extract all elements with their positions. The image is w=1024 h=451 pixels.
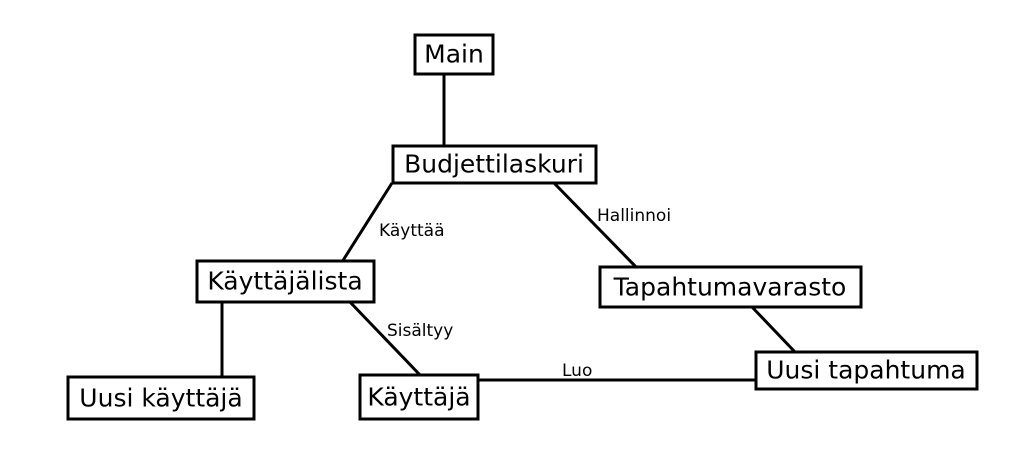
node-label-uusi-kayttaja: Uusi käyttäjä (79, 384, 242, 413)
node-main: Main (413, 33, 495, 76)
node-label-kayttajalista: Käyttäjälista (207, 267, 362, 296)
node-label-main: Main (424, 40, 484, 69)
edge-label-luo: Luo (562, 361, 592, 381)
node-kayttajalista: Käyttäjälista (195, 259, 376, 304)
node-label-kayttaja: Käyttäjä (367, 383, 470, 412)
edge-budjettilaskuri-kayttajalista (340, 182, 394, 263)
node-label-uusi-tapahtuma: Uusi tapahtuma (766, 356, 966, 385)
node-kayttaja: Käyttäjä (358, 373, 480, 421)
node-label-tapahtumavarasto: Tapahtumavarasto (613, 273, 847, 302)
node-budjettilaskuri: Budjettilaskuri (391, 144, 598, 185)
node-uusi-kayttaja: Uusi käyttäjä (66, 375, 256, 421)
edge-kayttajalista-kayttaja (348, 300, 422, 377)
edge-label-hallinnoi: Hallinnoi (597, 206, 671, 226)
edge-label-kayttaa: Käyttää (379, 221, 445, 241)
node-tapahtumavarasto: Tapahtumavarasto (598, 265, 863, 309)
node-label-budjettilaskuri: Budjettilaskuri (404, 150, 584, 179)
edge-tapahtumavarasto-uusi-tapahtuma (750, 305, 797, 354)
edge-label-sisaltyy: Sisältyy (387, 321, 453, 341)
node-uusi-tapahtuma: Uusi tapahtuma (754, 350, 979, 391)
edge-budjettilaskuri-tapahtumavarasto (552, 181, 640, 271)
